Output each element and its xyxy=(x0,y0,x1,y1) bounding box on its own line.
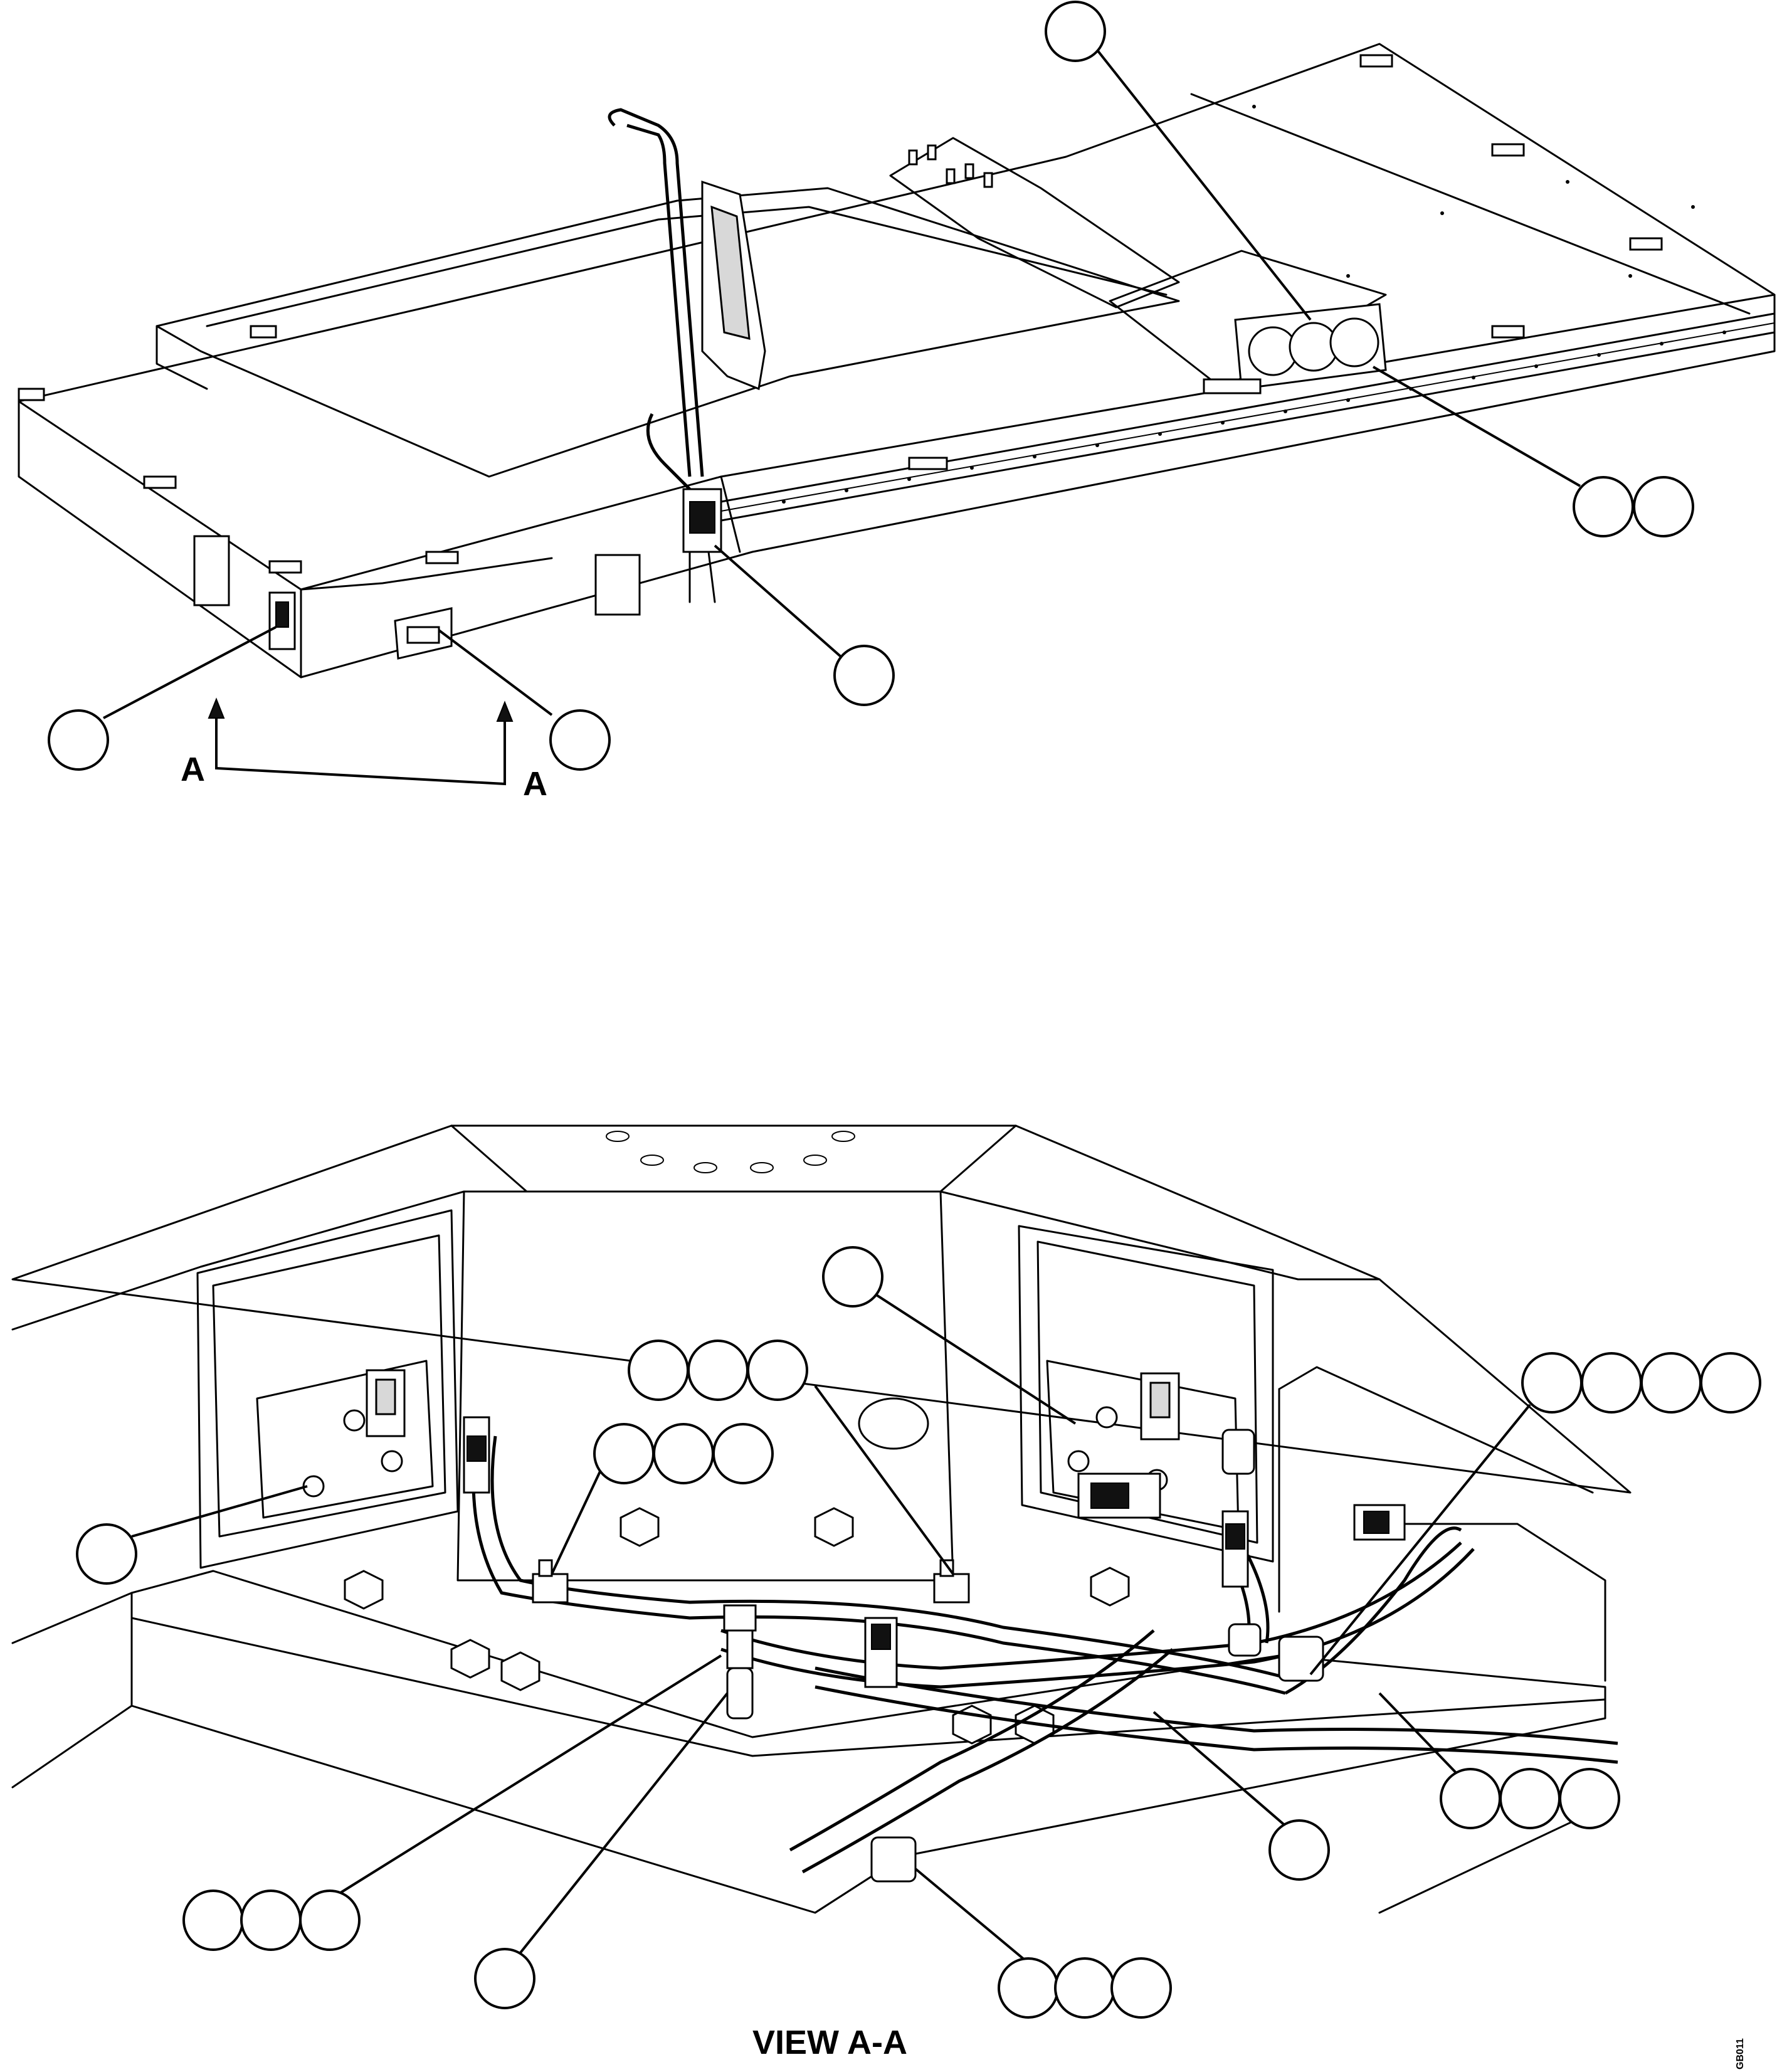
callout-balloon xyxy=(1045,1,1106,62)
right-recess-panel xyxy=(1018,1225,1274,1563)
callout-balloon xyxy=(998,1957,1059,2019)
hex-nuts xyxy=(344,1507,1130,1745)
wire-harness xyxy=(472,1435,1618,1874)
section-label-right: A xyxy=(523,765,547,803)
callout-balloon xyxy=(1054,1957,1115,2019)
callout-balloon xyxy=(1633,476,1694,537)
drawing-id: GB011 xyxy=(1735,2038,1746,2069)
callout-balloon xyxy=(182,1890,244,1951)
isometric-frame-view: A A xyxy=(18,1,1776,803)
round-cover xyxy=(858,1397,929,1450)
callout-balloon xyxy=(474,1948,535,2009)
gauge-cluster xyxy=(1203,303,1387,394)
callout-balloon xyxy=(593,1423,655,1484)
callout-balloon xyxy=(240,1890,302,1951)
section-label-left: A xyxy=(181,751,205,788)
callout-balloon xyxy=(48,709,109,771)
callout-balloon xyxy=(712,1423,774,1484)
callout-balloon xyxy=(1559,1768,1620,1829)
callout-group-lower xyxy=(76,1246,1761,2019)
left-recess-panel xyxy=(196,1209,459,1569)
callout-balloon xyxy=(1640,1352,1702,1414)
callout-balloon xyxy=(549,709,611,771)
top-panel-holes xyxy=(606,1131,855,1173)
frame-pads xyxy=(18,54,1663,574)
section-arrows: A A xyxy=(181,697,547,803)
callout-balloon xyxy=(833,645,895,706)
side-panels xyxy=(193,535,641,660)
rail-rivets xyxy=(782,105,1726,504)
callout-balloon xyxy=(1700,1352,1761,1414)
harness-clamps xyxy=(463,1416,1406,1883)
callout-group-upper xyxy=(48,1,1694,771)
callout-balloon xyxy=(299,1890,361,1951)
callout-balloon xyxy=(1110,1957,1172,2019)
callout-balloon xyxy=(628,1340,689,1401)
callout-balloon xyxy=(76,1523,137,1585)
callout-balloon xyxy=(653,1423,714,1484)
callout-balloon xyxy=(1440,1768,1501,1829)
callout-balloon xyxy=(687,1340,749,1401)
section-view-a-a: VIEW A-A GB011 xyxy=(11,1124,1761,2069)
mirror-mast xyxy=(608,108,766,603)
callout-balloon xyxy=(747,1340,808,1401)
view-title: VIEW A-A xyxy=(752,2024,907,2061)
callout-balloon xyxy=(1268,1819,1330,1881)
mounting-studs xyxy=(908,144,993,188)
callout-balloon xyxy=(822,1246,883,1308)
callout-balloon xyxy=(1521,1352,1583,1414)
callout-balloon xyxy=(1573,476,1634,537)
callout-balloon xyxy=(1499,1768,1561,1829)
callout-balloon xyxy=(1581,1352,1642,1414)
